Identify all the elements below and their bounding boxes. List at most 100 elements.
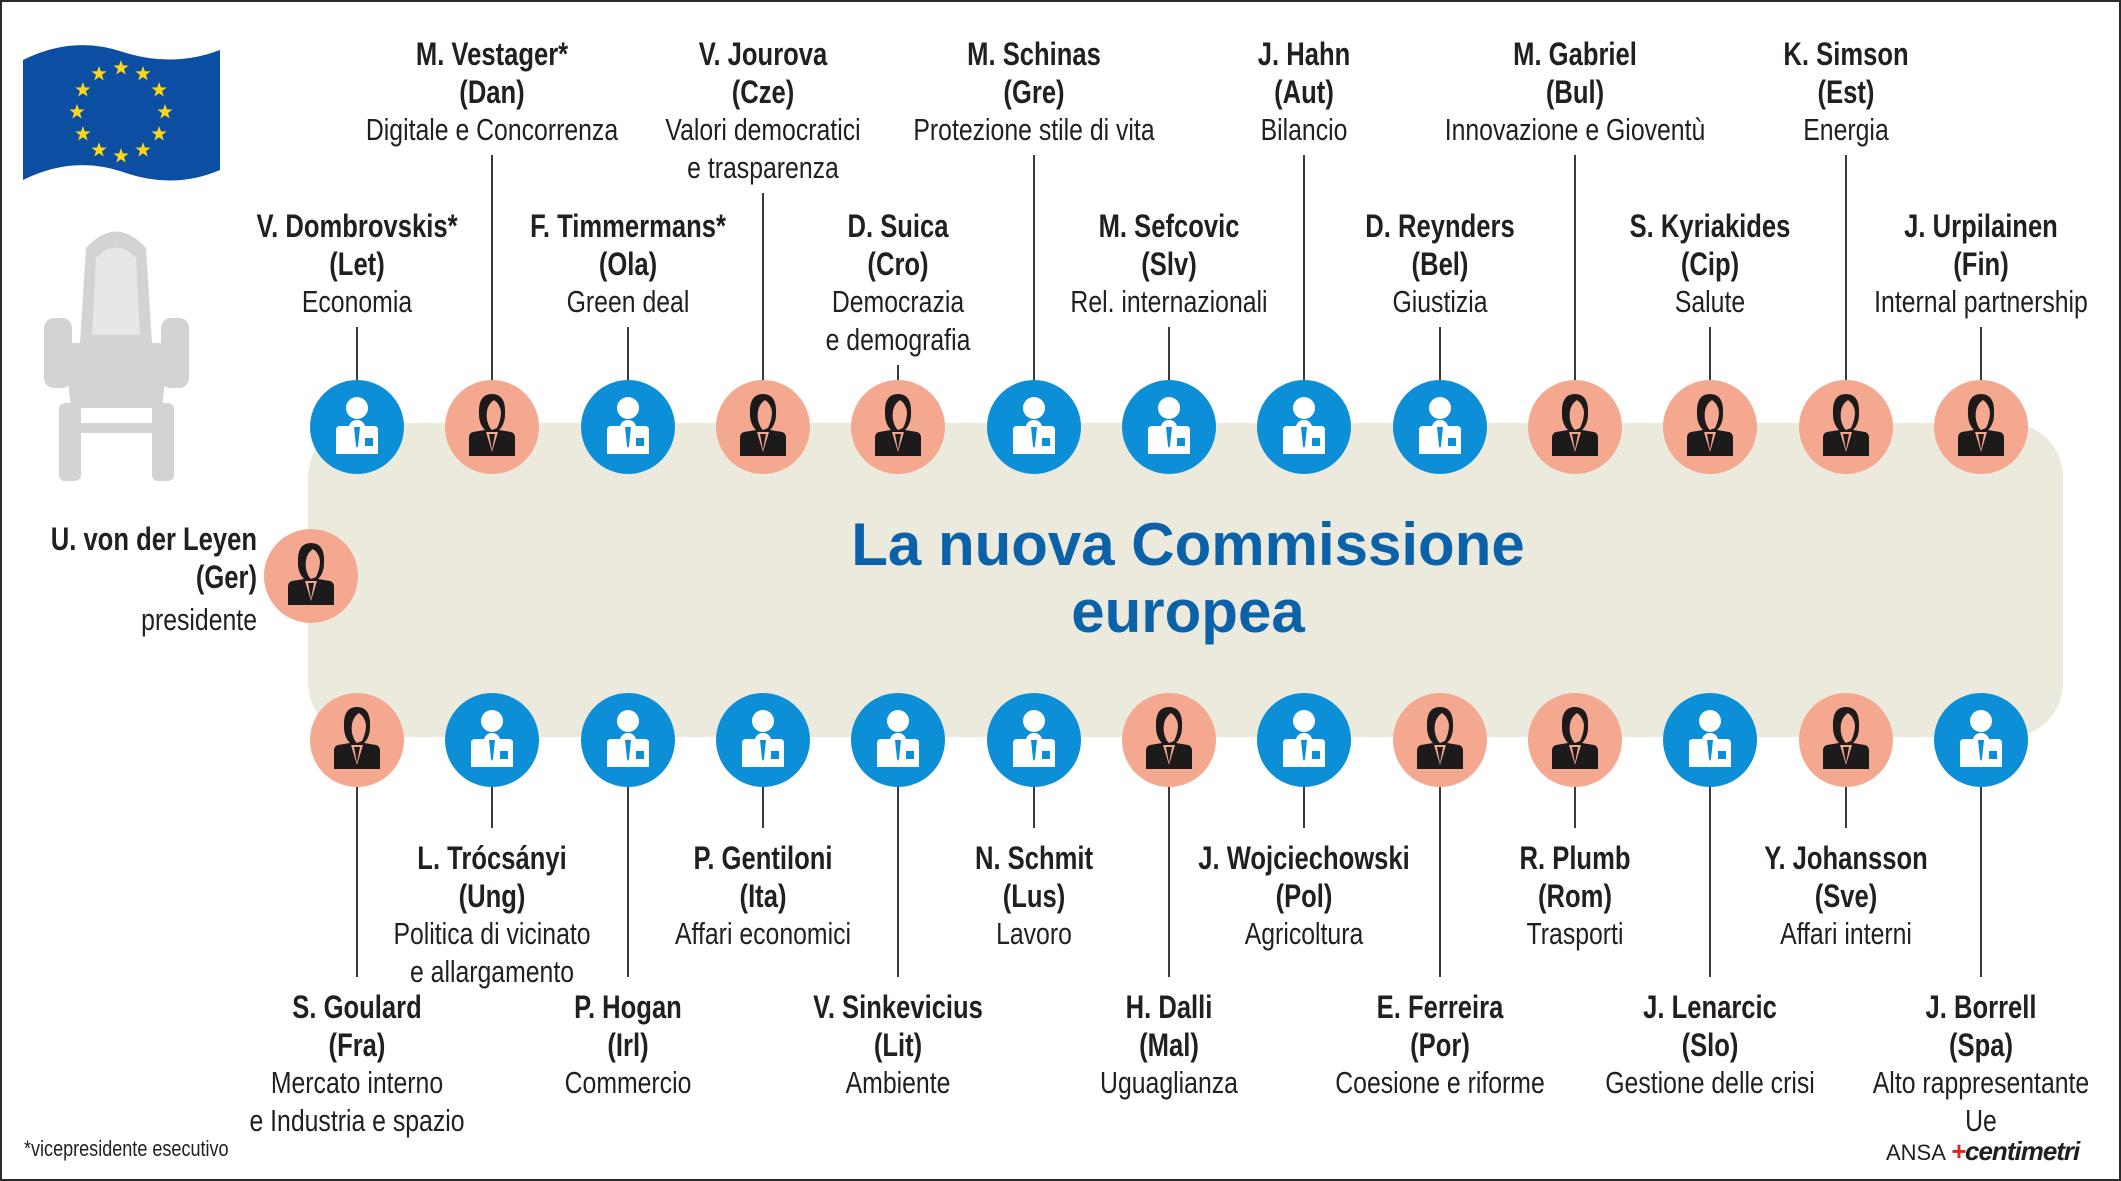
member-avatar [987, 380, 1081, 474]
member-role: Rel. internazionali [1070, 284, 1268, 319]
member-name: P. Gentiloni [693, 840, 833, 876]
centimetri-logo: +centimetri [1950, 1136, 2080, 1166]
star-icon [151, 126, 167, 141]
member-name: K. Simson [1783, 36, 1909, 72]
title-line-1: La nuova Commissione [851, 511, 1525, 578]
member-avatar [1663, 693, 1757, 787]
connector-line [762, 787, 764, 828]
star-icon [135, 142, 151, 157]
member-name: M. Schinas [967, 36, 1101, 72]
member-label: J. Hahn(Aut)Bilancio [1152, 35, 1456, 149]
star-icon [157, 104, 173, 119]
member-avatar [310, 380, 404, 474]
female-person-icon [1417, 707, 1463, 769]
connector-line [1168, 787, 1170, 977]
member-country: (Fra) [328, 1027, 386, 1063]
member-avatar [1528, 693, 1622, 787]
connector-line [1439, 327, 1441, 380]
member-label: Y. Johansson(Sve)Affari interni [1694, 839, 1998, 953]
member-role: Economia [301, 284, 413, 319]
female-person-icon [334, 707, 380, 769]
member-avatar [987, 693, 1081, 787]
member-role: Politica di vicinato [393, 916, 591, 951]
member-label: P. Hogan(Irl)Commercio [476, 988, 780, 1102]
member-avatar [1257, 693, 1351, 787]
member-name: J. Hahn [1257, 36, 1351, 72]
connector-line [1033, 155, 1035, 380]
member-name: L. Trócsányi [417, 840, 567, 876]
member-role: Innovazione e Gioventù [1444, 112, 1706, 147]
member-name: D. Suica [847, 208, 949, 244]
star-icon [75, 126, 91, 141]
star-icon [69, 104, 85, 119]
connector-line [897, 365, 899, 380]
star-icon [75, 82, 91, 97]
male-person-icon [1960, 710, 2002, 767]
member-name: J. Urpilainen [1904, 208, 2058, 244]
member-country: (Dan) [459, 74, 525, 110]
connector-line [1439, 787, 1441, 977]
member-role: Commercio [564, 1065, 692, 1100]
member-label: J. Urpilainen(Fin)Internal partnership [1829, 207, 2121, 321]
member-name: D. Reynders [1365, 208, 1515, 244]
member-avatar [851, 693, 945, 787]
member-label: V. Sinkevicius(Lit)Ambiente [746, 988, 1050, 1102]
member-country: (Pol) [1275, 878, 1333, 914]
member-label: F. Timmermans*(Ola)Green deal [476, 207, 780, 321]
member-label: J. Wojciechowski(Pol)Agricoltura [1152, 839, 1456, 953]
member-avatar [445, 693, 539, 787]
member-country: (Cze) [731, 74, 795, 110]
female-person-icon [875, 394, 921, 456]
star-icon [113, 60, 129, 75]
female-person-icon [1552, 394, 1598, 456]
commission-table [308, 423, 2063, 737]
member-avatar [445, 380, 539, 474]
member-label: H. Dalli(Mal)Uguaglianza [1017, 988, 1321, 1102]
president-label: U. von der Leyen (Ger) presidente [0, 520, 257, 642]
member-country: (Sve) [1814, 878, 1878, 914]
member-role: Ue [1965, 1103, 1997, 1138]
male-person-icon [607, 710, 649, 767]
member-role: e demografia [825, 322, 971, 357]
connector-line [491, 787, 493, 828]
connector-line [1980, 327, 1982, 380]
eu-flag-icon [23, 45, 220, 181]
member-name: J. Borrell [1925, 989, 2037, 1025]
member-country: (Fin) [1953, 246, 2009, 282]
male-person-icon [1283, 710, 1325, 767]
male-person-icon [877, 710, 919, 767]
member-avatar [310, 693, 404, 787]
connector-line [1845, 155, 1847, 380]
male-person-icon [1689, 710, 1731, 767]
member-label: J. Lenarcic(Slo)Gestione delle crisi [1558, 988, 1862, 1102]
member-avatar [1934, 693, 2028, 787]
member-country: (Aut) [1274, 74, 1334, 110]
member-name: J. Wojciechowski [1198, 840, 1410, 876]
member-country: (Bel) [1411, 246, 1469, 282]
member-role: e Industria e spazio [249, 1103, 465, 1138]
member-country: (Ita) [739, 878, 787, 914]
member-name: S. Kyriakides [1629, 208, 1791, 244]
member-name: M. Sefcovic [1098, 208, 1240, 244]
member-avatar [1122, 693, 1216, 787]
member-name: H. Dalli [1125, 989, 1213, 1025]
member-role: Giustizia [1392, 284, 1488, 319]
star-icon [151, 82, 167, 97]
star-icon [135, 65, 151, 81]
member-name: Y. Johansson [1764, 840, 1928, 876]
member-country: (Est) [1817, 74, 1875, 110]
female-person-icon [1687, 394, 1733, 456]
male-person-icon [1148, 397, 1190, 454]
president-country: (Ger) [195, 559, 257, 595]
member-role: e allargamento [409, 954, 575, 989]
member-label: N. Schmit(Lus)Lavoro [882, 839, 1186, 953]
female-person-icon [1552, 707, 1598, 769]
member-role: Internal partnership [1874, 284, 2088, 319]
connector-line [1845, 787, 1847, 828]
member-avatar [1799, 380, 1893, 474]
member-role: Protezione stile di vita [913, 112, 1155, 147]
member-role: Valori democratici [665, 112, 861, 147]
